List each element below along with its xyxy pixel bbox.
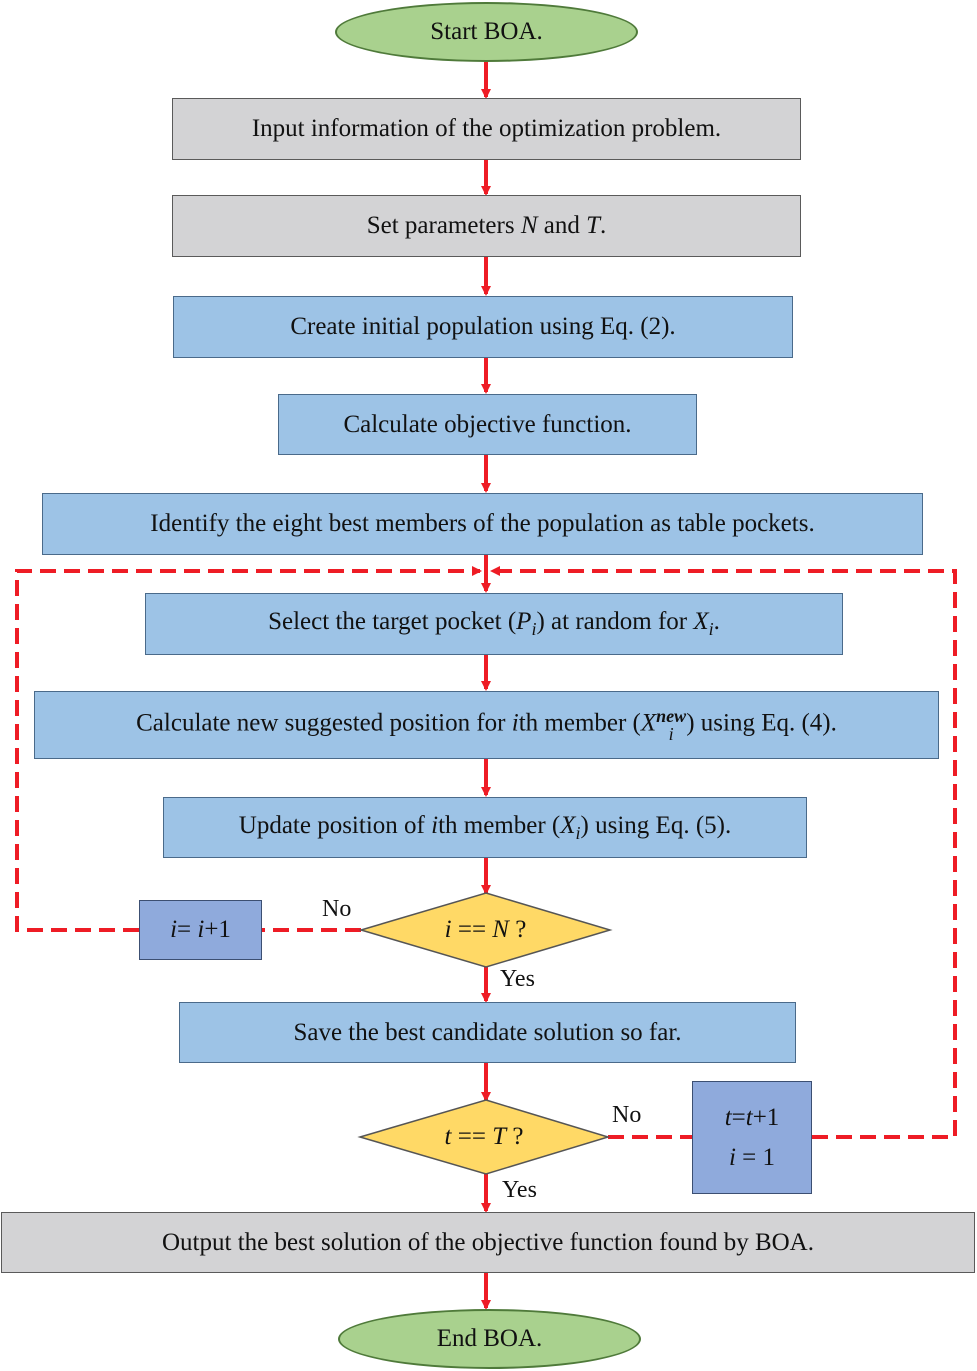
decision-t-diamond <box>357 1099 611 1175</box>
init-population-box: Create initial population using Eq. (2). <box>173 296 793 358</box>
label-yes-i: Yes <box>500 966 535 992</box>
init-text: Create initial population using Eq. (2). <box>290 313 676 341</box>
identify-pockets-box: Identify the eight best members of the p… <box>42 493 923 555</box>
increment-i-text: i= i+1 <box>170 916 231 944</box>
new-position-box: Calculate new suggested position for ith… <box>34 691 939 759</box>
end-terminal: End BOA. <box>338 1309 641 1369</box>
identify-text: Identify the eight best members of the p… <box>150 510 815 538</box>
reset-i-text: i = 1 <box>728 1143 776 1171</box>
newpos-text: Calculate new suggested position for ith… <box>136 706 837 744</box>
select-pocket-box: Select the target pocket (Pi) at random … <box>145 593 843 655</box>
params-box: Set parameters N and T. <box>172 195 801 257</box>
decision-t-text: t == T ? <box>444 1123 524 1150</box>
loop-t-back <box>490 566 957 1139</box>
save-best-box: Save the best candidate solution so far. <box>179 1002 796 1063</box>
objective-text: Calculate objective function. <box>343 410 632 438</box>
start-text: Start BOA. <box>430 18 543 46</box>
start-terminal: Start BOA. <box>335 2 638 62</box>
increment-i-box: i= i+1 <box>139 900 262 960</box>
update-text: Update position of ith member (Xi) using… <box>238 811 732 843</box>
label-no-i: No <box>322 896 352 922</box>
label-no-t: No <box>612 1102 642 1128</box>
objective-box: Calculate objective function. <box>278 394 697 455</box>
output-text: Output the best solution of the objectiv… <box>162 1228 814 1256</box>
label-yes-t: Yes <box>502 1177 537 1203</box>
increment-t-text: t=t+1 <box>724 1104 780 1131</box>
end-text: End BOA. <box>436 1325 543 1353</box>
update-position-box: Update position of ith member (Xi) using… <box>163 797 807 858</box>
select-text: Select the target pocket (Pi) at random … <box>268 608 720 640</box>
input-box: Input information of the optimization pr… <box>172 98 801 160</box>
decision-i-text: i == N ? <box>444 916 527 943</box>
loop-i-back <box>15 566 482 932</box>
decision-i-diamond <box>358 892 613 968</box>
output-box: Output the best solution of the objectiv… <box>1 1212 975 1273</box>
params-text: Set parameters N and T. <box>366 212 607 240</box>
save-text: Save the best candidate solution so far. <box>293 1018 682 1046</box>
increment-t-box: t=t+1 i = 1 <box>692 1081 812 1194</box>
input-text: Input information of the optimization pr… <box>251 115 722 143</box>
